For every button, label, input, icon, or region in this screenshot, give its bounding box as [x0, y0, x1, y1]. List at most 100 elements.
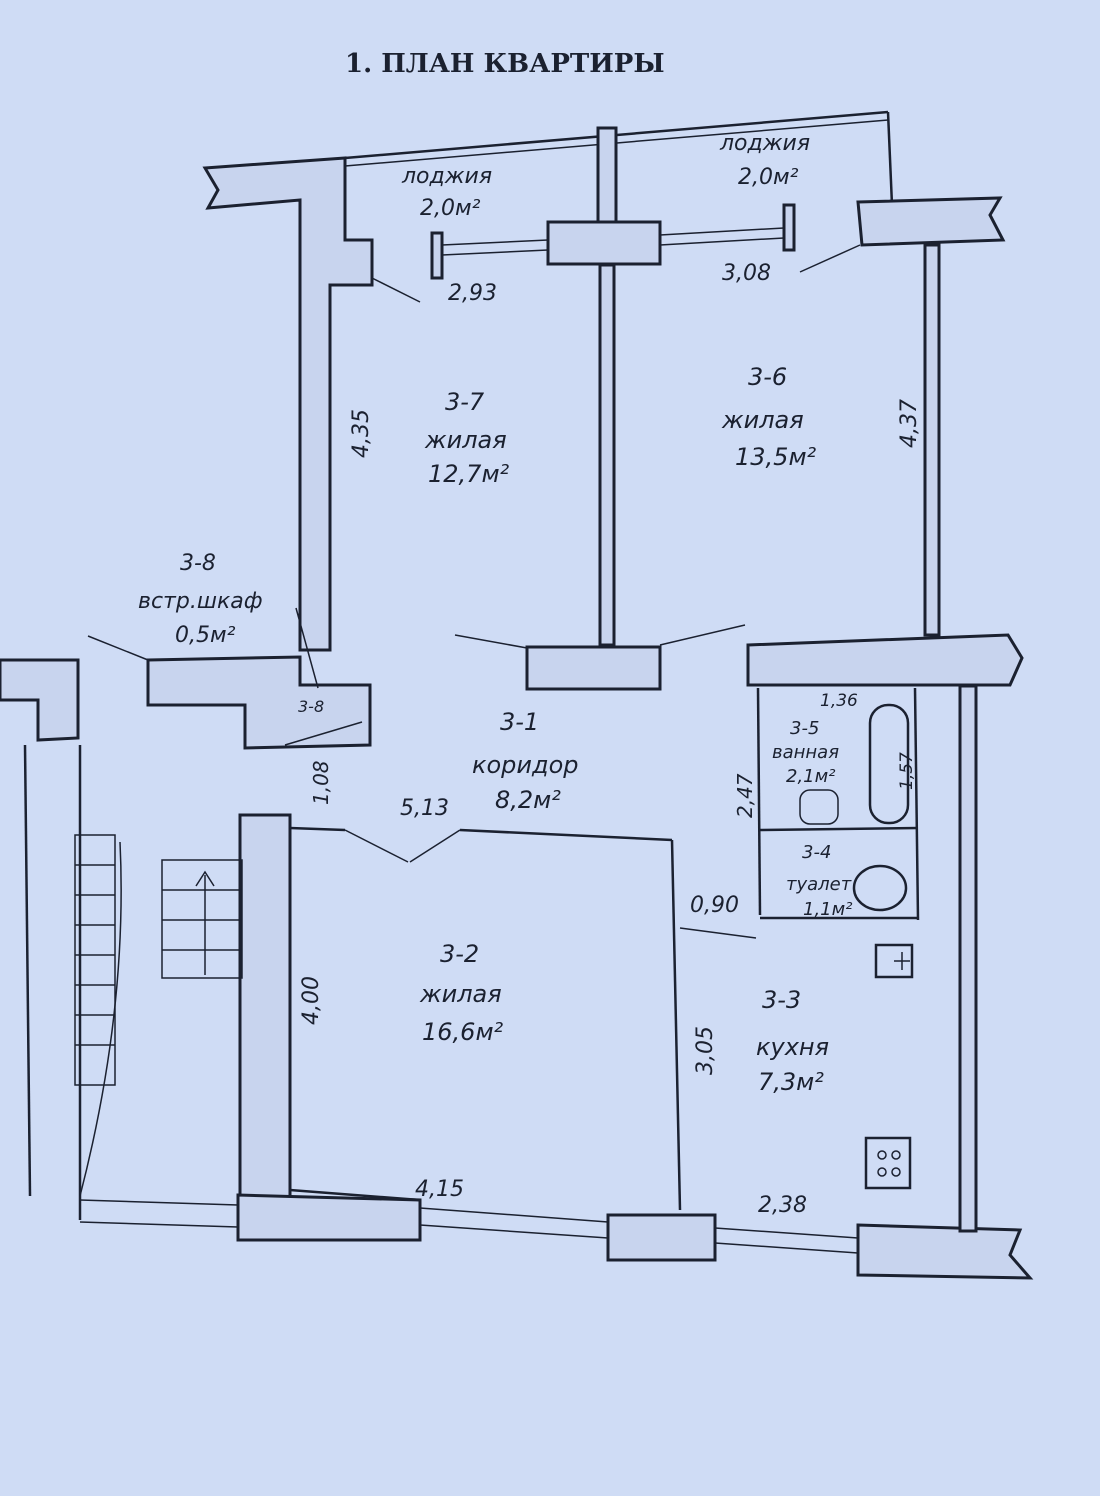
- leader-shelf: [87, 635, 149, 661]
- burner-icon: [877, 1150, 887, 1160]
- wall-right-upper: [746, 633, 1024, 687]
- door-3-6: [659, 624, 746, 646]
- partition-3-2-top: [459, 828, 673, 842]
- loggia-right-area: 2,0м²: [738, 165, 799, 190]
- toilet-icon: [852, 864, 908, 912]
- stove-icon: [864, 1136, 912, 1190]
- room-3-5-area: 2,1м²: [786, 766, 835, 787]
- wall-closet: [146, 655, 372, 750]
- room-3-7-type: жилая: [424, 426, 507, 454]
- sink-icon: [799, 789, 839, 825]
- burner-icon: [891, 1167, 901, 1177]
- leader-3-8: [295, 607, 319, 689]
- room-3-6-id: 3-6: [748, 363, 787, 391]
- room-3-4-id: 3-4: [802, 842, 831, 863]
- kitchen-sink-icon: [874, 943, 914, 979]
- dim-2-93: 2,93: [448, 281, 497, 306]
- room-3-8-area: 0,5м²: [175, 623, 236, 648]
- room-3-2-id: 3-2: [440, 940, 479, 968]
- room-3-5-type: ванная: [772, 742, 839, 763]
- room-3-1-area: 8,2м²: [495, 786, 561, 814]
- dim-1-36: 1,36: [820, 691, 858, 711]
- window-right-2: [659, 237, 785, 246]
- wall-right-3-6: [923, 243, 941, 637]
- dimensions: 2,93 3,08 4,35 4,37 1,36 1,57 2,47 1,08 …: [299, 261, 922, 1218]
- pier-bottom-3-7: [525, 645, 662, 691]
- room-3-6-area: 13,5м²: [735, 443, 817, 471]
- room-3-6-type: жилая: [721, 406, 804, 434]
- room-3-5-id: 3-5: [790, 718, 819, 739]
- room-3-3-id: 3-3: [762, 986, 801, 1014]
- wall-far-left: [0, 658, 80, 742]
- door-3-2: [344, 829, 409, 863]
- room-3-7-area: 12,7м²: [428, 460, 510, 488]
- bath-right-wall: [913, 687, 920, 921]
- wall-left-3-2: [238, 813, 292, 1202]
- window-far-left-2: [79, 1221, 239, 1228]
- room-3-3-type: кухня: [756, 1033, 829, 1061]
- wall-bottom-left: [236, 1193, 422, 1242]
- room-3-4-type: туалет: [786, 874, 852, 895]
- window-bottom-right: [714, 1227, 859, 1239]
- room-3-1-id: 3-1: [500, 708, 539, 736]
- partition-kitchen: [670, 839, 682, 1211]
- loggia-right-post: [886, 111, 894, 206]
- dim-5-13: 5,13: [400, 796, 449, 821]
- loggia-right-type: лоджия: [719, 131, 810, 156]
- dim-1-57: 1,57: [897, 752, 917, 790]
- dim-2-38: 2,38: [758, 1193, 807, 1218]
- walls: [0, 110, 1034, 1280]
- door-3-2-b: [409, 829, 461, 863]
- bath-bottom-wall: [759, 826, 919, 832]
- dim-1-08: 1,08: [309, 760, 333, 805]
- wall-top-right: [856, 196, 1006, 247]
- dim-0-90: 0,90: [690, 893, 739, 918]
- door-3-7: [454, 634, 528, 649]
- leader-308: [799, 244, 861, 273]
- dim-3-08: 3,08: [722, 261, 771, 286]
- bathtub-icon: [868, 703, 910, 825]
- window-bottom-left-2: [419, 1224, 609, 1239]
- room-3-7-id: 3-7: [445, 388, 485, 416]
- wall-bottom-right: [856, 1223, 1034, 1280]
- room-3-3-area: 7,3м²: [758, 1068, 824, 1096]
- room-3-8-type: встр.шкаф: [138, 589, 263, 614]
- loggia-left-area: 2,0м²: [420, 196, 481, 221]
- burner-icon: [891, 1150, 901, 1160]
- partition-3-2-top-left: [289, 826, 346, 832]
- wall-top-left: [202, 156, 374, 652]
- room-3-4-area: 1,1м²: [803, 899, 852, 920]
- window-pier-mid: [546, 220, 662, 266]
- window-bottom-left: [419, 1207, 609, 1223]
- room-3-2-area: 16,6м²: [422, 1018, 504, 1046]
- stair-wall-left: [23, 744, 32, 1197]
- bath-left-wall: [756, 687, 762, 916]
- loggia-pier: [596, 126, 618, 230]
- room-3-1-type: коридор: [472, 751, 579, 779]
- door-3-8: [284, 721, 363, 746]
- door-kitchen: [679, 927, 757, 939]
- partition-3-2-bottom: [289, 1188, 421, 1202]
- room-labels: лоджия 2,0м² лоджия 2,0м² 3-7 жилая 12,7…: [138, 131, 852, 1096]
- wall-bottom-mid: [606, 1213, 717, 1262]
- dim-4-35: 4,35: [349, 409, 374, 458]
- partition-3-7-3-6: [598, 263, 616, 647]
- window-right: [659, 227, 785, 236]
- window-left-2: [441, 249, 549, 256]
- wall-right-exterior: [958, 684, 978, 1233]
- dim-2-47: 2,47: [733, 773, 757, 818]
- window-bottom-right-2: [714, 1242, 859, 1254]
- window-pier-left: [430, 231, 444, 280]
- window-pier-right: [782, 203, 796, 252]
- dim-3-05: 3,05: [693, 1026, 718, 1075]
- stairs-icon: [74, 834, 243, 1197]
- dim-4-00: 4,00: [299, 976, 324, 1025]
- dim-4-37: 4,37: [897, 399, 922, 448]
- window-far-left: [79, 1199, 239, 1206]
- dim-4-15: 4,15: [415, 1177, 464, 1202]
- loggia-left-type: лоджия: [401, 164, 492, 189]
- leader-293: [371, 277, 421, 303]
- plan-title: 1. ПЛАН КВАРТИРЫ: [345, 49, 665, 79]
- room-3-8-id: 3-8: [180, 551, 216, 576]
